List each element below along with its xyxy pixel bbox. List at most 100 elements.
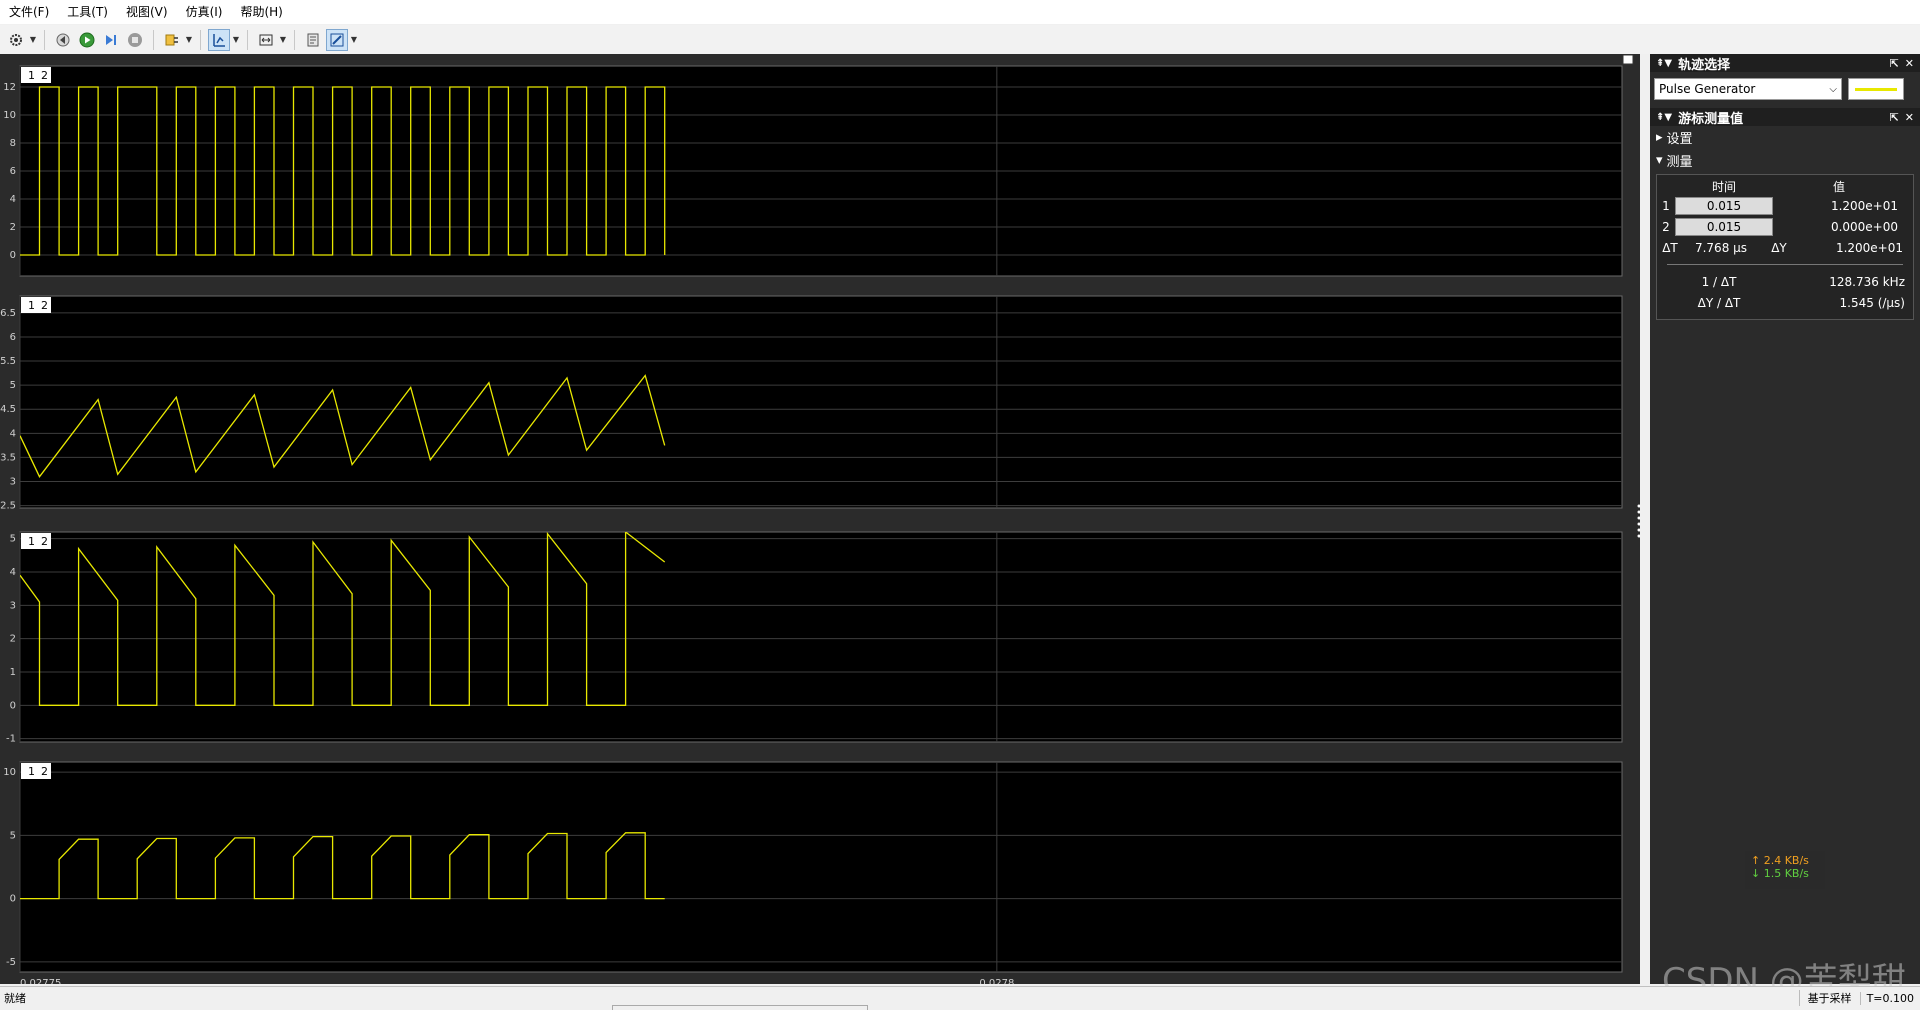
- expand-right-icon[interactable]: ▸: [1656, 130, 1663, 145]
- splitter-handle-dot[interactable]: [1637, 504, 1641, 508]
- settings-dropdown-icon[interactable]: ▼: [29, 35, 37, 44]
- expand-down-icon[interactable]: ▾: [1656, 153, 1663, 168]
- trace-select[interactable]: Pulse Generator ⌵: [1654, 78, 1842, 100]
- dydt-label: ΔY / ΔT: [1697, 295, 1741, 310]
- zoom-fit-icon[interactable]: [255, 29, 277, 51]
- step-back-icon[interactable]: [52, 29, 74, 51]
- dt-value: 7.768 μs: [1694, 240, 1748, 255]
- cursor-index: 2: [1662, 219, 1670, 234]
- axes-tab-1[interactable]: 1: [28, 69, 35, 82]
- close-icon[interactable]: ✕: [1904, 110, 1914, 124]
- stop-icon[interactable]: [124, 29, 146, 51]
- close-icon[interactable]: ✕: [1904, 56, 1914, 70]
- step-forward-icon[interactable]: [100, 29, 122, 51]
- y-tick-label: 10: [3, 767, 16, 778]
- cursor-dropdown-icon[interactable]: ▼: [232, 35, 240, 44]
- upload-speed: ↑ 2.4 KB/s: [1751, 854, 1809, 867]
- run-icon[interactable]: [76, 29, 98, 51]
- cursor-index: 1: [1662, 198, 1670, 213]
- inv-dt-value: 128.736 kHz: [1829, 274, 1905, 289]
- menu-tools[interactable]: 工具(T): [67, 5, 108, 19]
- y-tick-label: 5: [10, 830, 16, 841]
- settings-node[interactable]: ▸ 设置: [1650, 126, 1920, 149]
- collapse-icon[interactable]: ⇞▼: [1656, 57, 1673, 69]
- axes-tab-bg: [21, 533, 51, 549]
- trace-line[interactable]: [20, 86, 666, 256]
- trace-panel-title: 轨迹选择: [1678, 57, 1731, 73]
- toolbar-separator: [153, 29, 154, 50]
- side-panel: ⇞▼ 轨迹选择 ⇱✕ Pulse Generator ⌵ ⇞▼ 游标测量值 ⇱✕…: [1650, 54, 1920, 984]
- cursor-1-time-field[interactable]: 0.015: [1675, 196, 1773, 215]
- cursor-2-time-field[interactable]: 0.015: [1675, 217, 1773, 236]
- zoom-dropdown-icon[interactable]: ▼: [279, 35, 287, 44]
- axes-tab-2[interactable]: 2: [41, 535, 48, 548]
- trace-line[interactable]: [20, 832, 665, 900]
- y-tick-label: 4.5: [0, 404, 16, 415]
- axes-background[interactable]: [19, 295, 1623, 509]
- measurement-table: 时间 值 1 0.015 1.200e+01 2 0.015 0.000e+00…: [1656, 174, 1914, 320]
- y-tick-label: 5.5: [0, 356, 16, 367]
- col-value-header: 值: [1832, 179, 1845, 194]
- y-tick-label: 2.5: [0, 501, 16, 512]
- axes-tab-1[interactable]: 1: [28, 535, 35, 548]
- inv-dt-label: 1 / ΔT: [1701, 274, 1737, 289]
- measure-dropdown-icon[interactable]: ▼: [350, 35, 358, 44]
- undock-icon[interactable]: ⇱: [1889, 56, 1899, 70]
- trace-line[interactable]: [20, 532, 666, 706]
- y-tick-label: 6.5: [0, 308, 16, 319]
- measure-icon[interactable]: [326, 28, 348, 51]
- settings-label: 设置: [1666, 132, 1693, 147]
- undock-icon[interactable]: ⇱: [1889, 110, 1899, 124]
- axes-tab-bg: [21, 67, 51, 83]
- splitter-handle-dot[interactable]: [1637, 510, 1641, 514]
- collapse-icon[interactable]: ⇞▼: [1656, 111, 1673, 123]
- highlight-icon[interactable]: [161, 29, 183, 51]
- splitter-handle-dot[interactable]: [1637, 522, 1641, 526]
- layout-icon[interactable]: [302, 29, 324, 51]
- menu-simulation[interactable]: 仿真(I): [185, 5, 223, 19]
- axes-tab-1[interactable]: 1: [28, 765, 35, 778]
- inverse-dt-row: 1 / ΔT 128.736 kHz: [1657, 271, 1913, 292]
- splitter-handle-dot[interactable]: [1637, 516, 1641, 520]
- axes-tab-2[interactable]: 2: [41, 299, 48, 312]
- toolbar-separator: [247, 29, 248, 50]
- axes-tab-1[interactable]: 1: [28, 299, 35, 312]
- y-tick-label: -5: [6, 957, 16, 968]
- y-tick-label: 6: [10, 166, 16, 177]
- axes-background[interactable]: [19, 761, 1623, 973]
- expand-axes-icon[interactable]: [1622, 54, 1634, 65]
- menu-help[interactable]: 帮助(H): [240, 5, 283, 19]
- cursor-icon[interactable]: [208, 28, 230, 51]
- settings-icon[interactable]: [5, 29, 27, 51]
- highlight-dropdown-icon[interactable]: ▼: [185, 35, 193, 44]
- toolbar-separator: [294, 29, 295, 50]
- axes-tab-2[interactable]: 2: [41, 765, 48, 778]
- axes-tab-2[interactable]: 2: [41, 69, 48, 82]
- dydt-row: ΔY / ΔT 1.545 (/μs): [1657, 292, 1913, 313]
- y-tick-label: 8: [10, 138, 16, 149]
- col-time-header: 时间: [1711, 179, 1736, 194]
- y-tick-label: 6: [10, 332, 16, 343]
- measure-node[interactable]: ▾ 测量: [1650, 149, 1920, 172]
- status-progress-box: [612, 1005, 868, 1010]
- toolbar-separator: [200, 29, 201, 50]
- trace-line[interactable]: [20, 374, 666, 478]
- menu-view[interactable]: 视图(V): [125, 5, 168, 19]
- divider: [1667, 264, 1903, 265]
- splitter-handle-dot[interactable]: [1637, 534, 1641, 538]
- chevron-down-icon[interactable]: ⌵: [1829, 83, 1837, 95]
- trace-color-swatch[interactable]: [1848, 78, 1904, 100]
- axes-background[interactable]: [19, 531, 1623, 743]
- splitter-handle-dot[interactable]: [1637, 528, 1641, 532]
- menu-file[interactable]: 文件(F): [9, 5, 50, 19]
- download-speed: ↓ 1.5 KB/s: [1751, 867, 1809, 880]
